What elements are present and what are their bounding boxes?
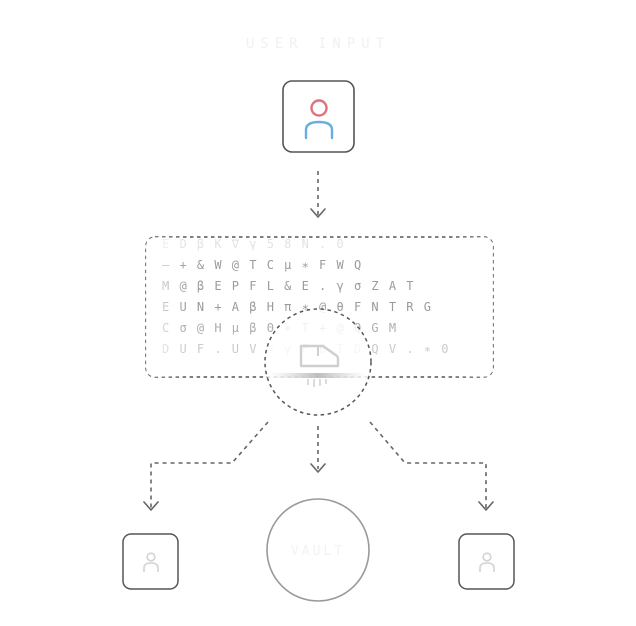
scanner-node[interactable] bbox=[264, 308, 372, 416]
right-recipient-node[interactable] bbox=[458, 533, 515, 590]
left-recipient-node[interactable] bbox=[122, 533, 179, 590]
arrow-to-center-output bbox=[310, 426, 326, 473]
arrow-to-left-recipient bbox=[143, 421, 269, 511]
center-output-label: VAULT bbox=[291, 544, 345, 559]
user-icon bbox=[304, 99, 334, 140]
document-scanner-icon bbox=[270, 344, 366, 387]
center-output-node[interactable]: VAULT bbox=[266, 498, 370, 602]
diagram-title: USER INPUT bbox=[245, 36, 391, 52]
source-user-node[interactable] bbox=[282, 80, 355, 153]
user-icon bbox=[479, 552, 495, 572]
user-icon bbox=[143, 552, 159, 572]
arrow-user-to-block bbox=[310, 171, 326, 218]
arrow-to-right-recipient bbox=[369, 421, 494, 511]
